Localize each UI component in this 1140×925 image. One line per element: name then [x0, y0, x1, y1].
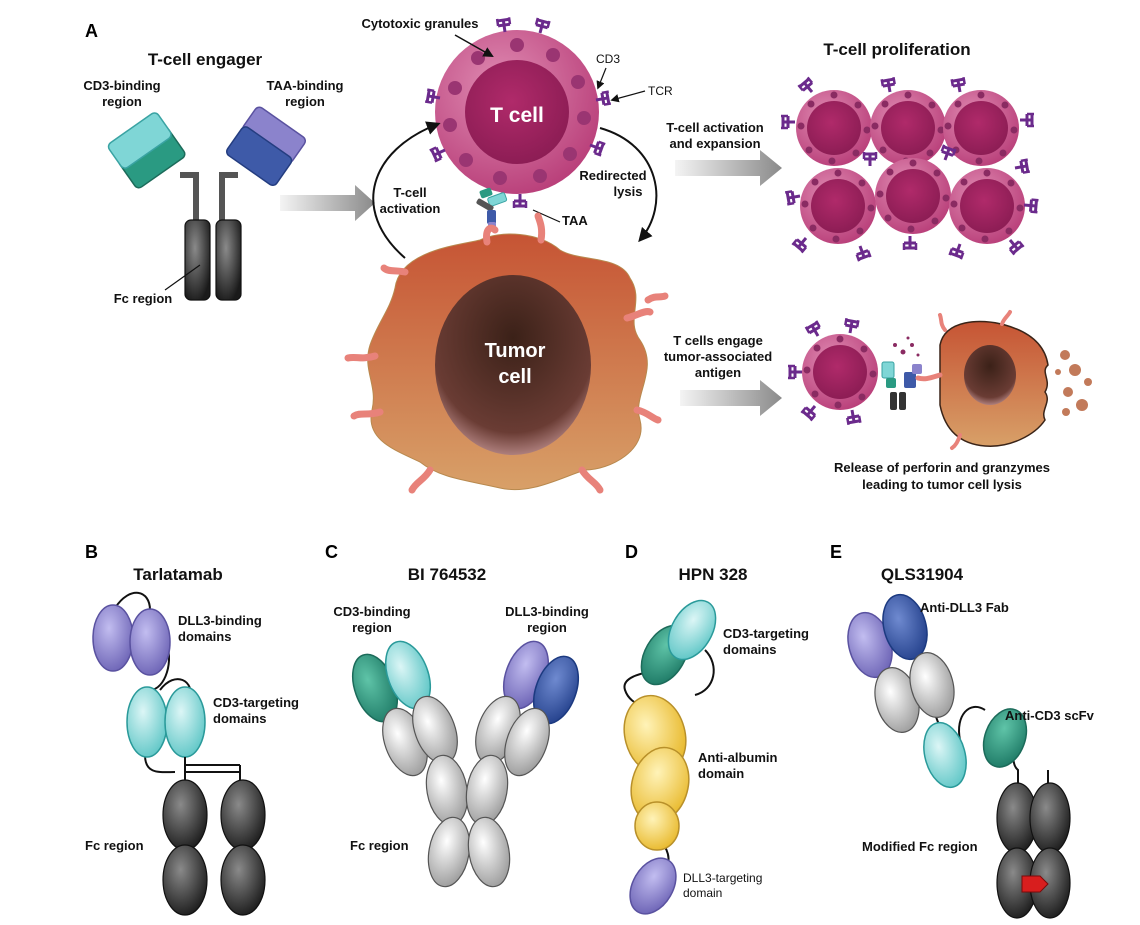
hpn328-title: HPN 328: [679, 565, 748, 584]
panel-a-letter: A: [85, 21, 98, 41]
b-dll3-domain-1: [92, 604, 134, 672]
d-albumin-label: Anti-albumin: [698, 750, 777, 765]
taa-binding-region-label-2: region: [285, 94, 325, 109]
c-dll3-label: DLL3-binding: [505, 604, 589, 619]
cd3-label: CD3: [596, 52, 620, 66]
redirected-lysis-label-2: lysis: [614, 184, 643, 199]
c-fc-label: Fc region: [350, 838, 409, 853]
panel-a: A T-cell engager CD3-binding region TAA-…: [83, 15, 1092, 494]
e-fab-constant-2: [909, 652, 955, 718]
b-fc-label: Fc region: [85, 838, 144, 853]
panel-d: D HPN 328 CD3-targeting domains Anti-alb…: [623, 542, 809, 915]
b-fc-domain-2: [220, 779, 266, 851]
b-dll3-domain-2: [129, 608, 171, 676]
d-dll3-label: DLL3-targeting: [683, 871, 762, 885]
c-cd3-label-2: region: [352, 620, 392, 635]
panel-e-letter: E: [830, 542, 842, 562]
tcell-label: T cell: [490, 104, 544, 127]
e-fab-label: Anti-DLL3 Fab: [920, 600, 1009, 615]
redirected-lysis-label: Redirected: [579, 168, 646, 183]
engage-label-3: antigen: [695, 365, 741, 380]
engage-label-2: tumor-associated: [664, 349, 772, 364]
d-dll3-domain: [629, 857, 677, 915]
tcell-engager-antibody: [107, 106, 307, 301]
tumor-cell-label: Tumor: [485, 340, 546, 362]
d-cd3-label-2: domains: [723, 642, 776, 657]
tumor-cell-label-2: cell: [498, 366, 531, 388]
c-cd3-label: CD3-binding: [333, 604, 410, 619]
arrow-to-proliferation: [675, 150, 782, 186]
engager-title: T-cell engager: [148, 50, 263, 69]
panel-c-letter: C: [325, 542, 338, 562]
b-cd3-domain-2: [164, 686, 206, 758]
d-dll3-label-2: domain: [683, 886, 722, 900]
b-fc-domain-3: [162, 844, 208, 916]
proliferating-tcells: [779, 75, 1040, 263]
tarlatamab-title: Tarlatamab: [133, 565, 222, 584]
d-albumin-domain-3: [634, 801, 680, 851]
e-fc-modification-marker: [1021, 875, 1049, 893]
c-antibody: [351, 640, 580, 888]
tcell-activation-arrow: [372, 121, 441, 259]
d-cd3-domain-2: [667, 599, 717, 661]
b-fc-domain-4: [220, 844, 266, 916]
b-fc-domain-1: [162, 779, 208, 851]
panel-e: E QLS31904 Anti-DLL3 Fab Anti-CD3 scFv M…: [830, 542, 1095, 919]
cytotoxic-granules-label: Cytotoxic granules: [361, 16, 478, 31]
tcell-activation-label-2: activation: [380, 201, 441, 216]
b-dll3-label: DLL3-binding: [178, 613, 262, 628]
panel-b-letter: B: [85, 542, 98, 562]
panel-b: B Tarlatamab DLL3-binding domains CD3-ta…: [85, 542, 299, 916]
d-albumin-label-2: domain: [698, 766, 744, 781]
d-cd3-label: CD3-targeting: [723, 626, 809, 641]
b-cd3-label-2: domains: [213, 711, 266, 726]
engage-label: T cells engage: [673, 333, 763, 348]
e-scfv-domain-1: [923, 721, 967, 789]
c-dll3-label-2: region: [527, 620, 567, 635]
tcell-activation-label: T-cell: [393, 185, 426, 200]
fc-region-label-a: Fc region: [114, 291, 173, 306]
e-scfv-label: Anti-CD3 scFv: [1005, 708, 1095, 723]
panel-c: C BI 764532 CD3-binding region DLL3-bind…: [325, 542, 589, 888]
release-label: Release of perforin and granzymes: [834, 460, 1050, 475]
e-fc-label: Modified Fc region: [862, 839, 978, 854]
release-label-2: leading to tumor cell lysis: [862, 477, 1022, 492]
arrow-to-lysis: [680, 380, 782, 416]
qls31904-title: QLS31904: [881, 565, 964, 584]
tcr-label: TCR: [648, 84, 673, 98]
tcell: [423, 15, 613, 210]
lysis-illustration: [786, 310, 1092, 450]
proliferation-title: T-cell proliferation: [823, 40, 970, 59]
panel-d-letter: D: [625, 542, 638, 562]
expansion-label-2: and expansion: [669, 136, 760, 151]
b-dll3-label-2: domains: [178, 629, 231, 644]
bi764532-title: BI 764532: [408, 565, 486, 584]
expansion-label: T-cell activation: [666, 120, 764, 135]
taa-label: TAA: [562, 213, 588, 228]
bridging-engager: [476, 187, 508, 230]
tumor-cell: [344, 212, 669, 494]
b-cd3-label: CD3-targeting: [213, 695, 299, 710]
e-fab-domain-2: [882, 593, 928, 661]
redirected-lysis-arrow: [599, 127, 658, 243]
e-fc-domain-2: [1029, 782, 1071, 854]
taa-binding-region-label: TAA-binding: [266, 78, 343, 93]
arrow-to-tcell: [280, 185, 375, 221]
b-cd3-domain-1: [126, 686, 168, 758]
e-scfv-domain-2: [982, 708, 1028, 768]
cd3-binding-region-label: CD3-binding: [83, 78, 160, 93]
cd3-binding-region-label-2: region: [102, 94, 142, 109]
